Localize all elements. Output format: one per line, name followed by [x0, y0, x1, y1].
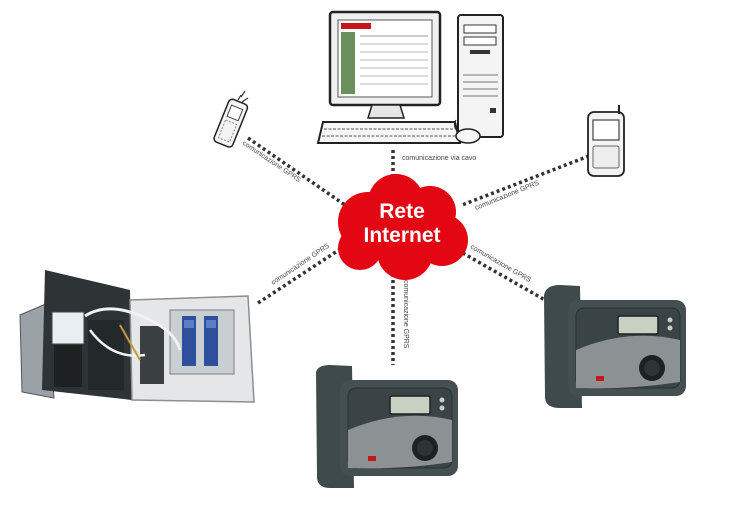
- desktop-computer-icon: [316, 10, 504, 144]
- link-phone-right: [461, 154, 590, 207]
- link-cabinet: [257, 242, 349, 305]
- internet-cloud: Rete Internet: [338, 174, 468, 280]
- link-label-phone-left: comunicazione GPRS: [241, 140, 302, 184]
- irrigation-controller-icon: [316, 365, 458, 488]
- link-label-phone-right: comunicazione GPRS: [474, 180, 540, 212]
- link-label-controller-center: comunicazione GPRS: [402, 280, 409, 349]
- cloud-title-line1: Rete: [379, 200, 425, 223]
- link-phone-left: [247, 136, 346, 207]
- link-label-cabinet: comunicazione GPRS: [270, 242, 331, 286]
- link-label-computer: comunicazione via cavo: [402, 155, 476, 162]
- irrigation-controller-icon: [544, 285, 686, 408]
- signal-icon: [237, 90, 249, 103]
- cloud-title-line2: Internet: [363, 224, 440, 247]
- smartphone-icon: [587, 105, 625, 177]
- outdoor-cabinet-icon: [19, 270, 255, 403]
- mobile-phone-icon: [213, 98, 249, 148]
